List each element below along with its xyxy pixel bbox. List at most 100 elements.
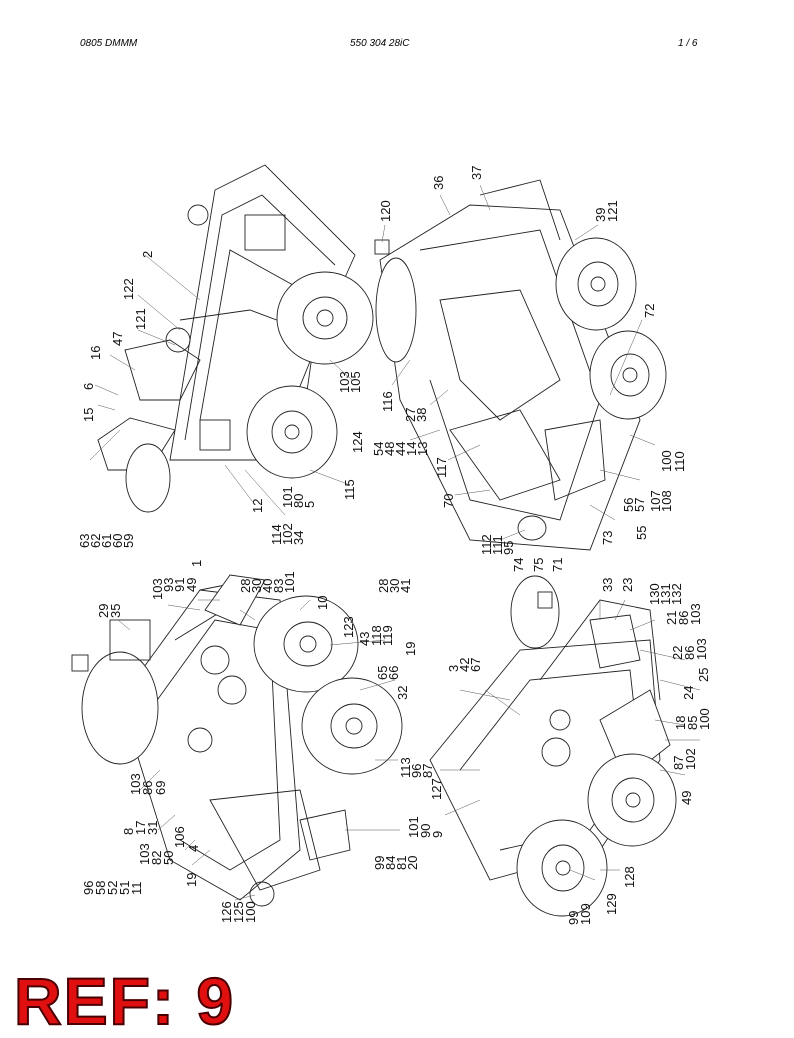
callout: 6 — [81, 383, 96, 390]
callout: 16 — [88, 346, 103, 360]
callout: 119 — [380, 625, 395, 646]
callout: 17 — [133, 821, 148, 835]
callout: 102 — [280, 523, 295, 545]
callout: 118 — [369, 625, 384, 646]
callout: 10 — [315, 596, 330, 610]
callout: 90 — [418, 824, 433, 838]
callout: 18 — [673, 716, 688, 730]
callout: 112 — [479, 534, 494, 555]
header-doc-code: 0805 DMMM — [80, 38, 138, 49]
callout: 32 — [395, 686, 410, 700]
callout: 2 — [140, 251, 155, 258]
callout: 28 — [238, 579, 253, 593]
callout: 102 — [683, 748, 698, 770]
callout: 11 — [129, 882, 144, 896]
callout: 28 — [376, 579, 391, 593]
view-top-left-callouts: 2 122 121 47 16 6 15 63 62 61 60 59 12 1… — [77, 251, 365, 548]
callout: 125 — [231, 901, 246, 923]
callout: 54 — [371, 442, 386, 456]
callout: 86 — [682, 646, 697, 660]
callout: 5 — [302, 501, 317, 508]
callout: 80 — [291, 494, 306, 508]
callout: 117 — [434, 457, 449, 478]
callout: 51 — [117, 881, 132, 895]
callout: 107 — [648, 490, 663, 512]
callout: 44 — [393, 442, 408, 456]
callout: 31 — [145, 821, 160, 835]
callout: 13 — [415, 442, 430, 456]
callout: 36 — [431, 176, 446, 190]
callout: 87 — [420, 764, 435, 778]
callout: 86 — [676, 611, 691, 625]
callout: 103 — [694, 638, 709, 660]
callout: 131 — [658, 583, 673, 605]
callout: 127 — [429, 778, 444, 800]
callout: 59 — [121, 534, 136, 548]
callout: 58 — [93, 881, 108, 895]
callout: 65 — [375, 666, 390, 680]
header-part-number: 550 304 28iC — [350, 38, 410, 49]
callout: 101 — [280, 486, 295, 508]
callout: 24 — [681, 686, 696, 700]
callout: 103 — [337, 371, 352, 393]
callout: 33 — [600, 578, 615, 592]
callout: 121 — [605, 200, 620, 222]
callout: 123 — [341, 616, 356, 638]
callout: 19 — [403, 642, 418, 656]
callout: 14 — [404, 442, 419, 456]
callout: 109 — [578, 903, 593, 925]
callout: 48 — [382, 442, 397, 456]
callout: 129 — [604, 893, 619, 915]
callout: 103 — [688, 603, 703, 625]
callout: 75 — [531, 558, 546, 572]
callout: 100 — [659, 450, 674, 472]
callout: 63 — [77, 534, 92, 548]
callout: 60 — [110, 534, 125, 548]
callout: 132 — [669, 583, 684, 605]
header-page-number: 1 / 6 — [678, 38, 698, 49]
callout: 105 — [348, 371, 363, 393]
callout: 110 — [672, 451, 687, 472]
callout: 91 — [172, 578, 187, 592]
callout: 15 — [81, 408, 96, 422]
callout: 101 — [282, 571, 297, 593]
view-bottom-left-callouts: 29 35 103 93 91 49 1 28 30 40 83 101 10 … — [81, 560, 435, 923]
callout: 38 — [414, 408, 429, 422]
callout: 49 — [679, 791, 694, 805]
callout: 69 — [153, 781, 168, 795]
callout: 126 — [219, 901, 234, 923]
callout: 40 — [260, 579, 275, 593]
callout: 120 — [378, 200, 393, 222]
callout: 43 — [357, 632, 372, 646]
callout: 103 — [128, 773, 143, 795]
callout: 55 — [634, 526, 649, 540]
callout: 71 — [550, 558, 565, 572]
callout: 87 — [671, 756, 686, 770]
callout: 49 — [184, 578, 199, 592]
callout: 66 — [386, 666, 401, 680]
callout: 21 — [664, 611, 679, 625]
callout: 30 — [387, 579, 402, 593]
callout: 41 — [398, 579, 413, 593]
callout: 103 — [137, 843, 152, 865]
callout: 114 — [269, 524, 284, 545]
reference-label: REF: 9 — [13, 964, 236, 1038]
callout: 37 — [469, 166, 484, 180]
callout: 3 — [446, 665, 461, 672]
callout: 34 — [291, 531, 306, 545]
callout: 82 — [149, 851, 164, 865]
callout: 122 — [121, 278, 136, 300]
view-bottom-right-callouts: 3 42 67 33 23 130 131 132 21 86 103 22 8… — [406, 578, 712, 925]
view-bottom-right-drawing — [429, 575, 701, 917]
callout: 27 — [403, 408, 418, 422]
callout: 108 — [659, 490, 674, 512]
callout: 52 — [105, 881, 120, 895]
callout: 121 — [133, 308, 148, 330]
callout: 81 — [394, 856, 409, 870]
callout: 73 — [600, 531, 615, 545]
callout: 116 — [380, 391, 395, 412]
callout: 113 — [398, 757, 413, 778]
callout: 128 — [622, 866, 637, 888]
callout: 25 — [696, 668, 711, 682]
callout: 83 — [271, 579, 286, 593]
